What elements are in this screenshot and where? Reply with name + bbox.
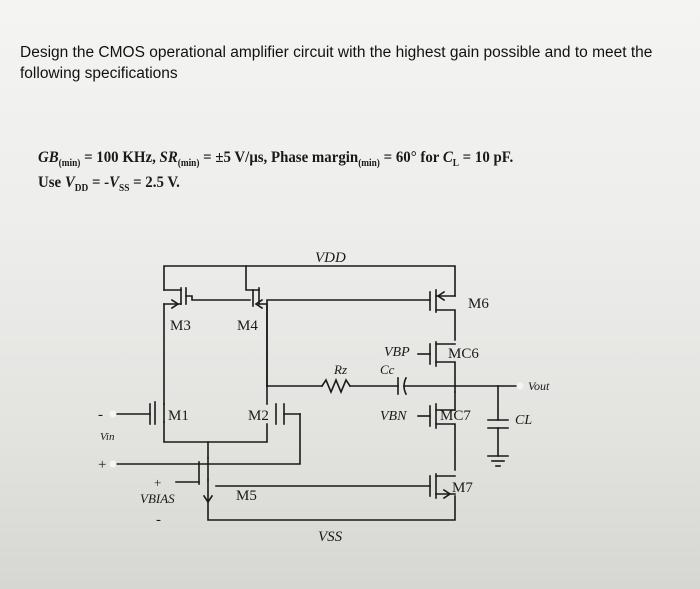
gb-value: = 100 KHz, [80, 149, 160, 166]
problem-heading: Design the CMOS operational amplifier ci… [20, 44, 653, 82]
gb-symbol: GB [38, 149, 59, 166]
vin-plus-sign: + [98, 457, 106, 473]
use-prefix: Use [38, 174, 65, 192]
vbp-label: VBP [384, 345, 410, 360]
m6-arrow-icon [436, 290, 446, 302]
vss-label: VSS [318, 529, 343, 545]
supply-suffix: = 2.5 V. [129, 174, 180, 192]
mc7-bottom-lead [435, 423, 456, 471]
sr-subscript: (min) [177, 158, 200, 170]
mc6-label: MC6 [448, 346, 479, 362]
m4-drain-lead [258, 303, 268, 387]
mc6-bottom-lead [435, 361, 456, 393]
vout-label: Vout [528, 379, 550, 393]
cl-label: CL [515, 413, 532, 428]
sr-symbol: SR [159, 149, 178, 166]
vin-minus-terminal [109, 410, 117, 418]
vin-plus-terminal [109, 460, 117, 468]
m6-label: M6 [468, 296, 489, 312]
vss-rail [207, 495, 456, 521]
vbias-label: VBIAS [140, 491, 175, 506]
vss-symbol: V [109, 174, 120, 192]
pm-subscript: (min) [358, 158, 380, 170]
m5-arrow-icon [202, 494, 214, 504]
m1-label: M1 [168, 408, 189, 424]
vbias-plus-sign: + [154, 475, 161, 490]
vss-subscript: SS [119, 183, 130, 195]
spec-block: GB(min) = 100 KHz, SR(min) = ±5 V/μs, Ph… [38, 148, 633, 198]
vdd-symbol: V [64, 174, 75, 192]
m2-label: M2 [248, 408, 269, 424]
m4-source-lead [245, 265, 260, 291]
vin-label: Vin [100, 431, 115, 443]
m6-gate-wire [266, 299, 431, 387]
vin-plus-wire [116, 413, 301, 465]
rz-label: Rz [333, 362, 347, 377]
rz-resistor [320, 377, 352, 395]
vin-minus-sign: - [98, 407, 103, 423]
supply-middle: = - [88, 174, 110, 192]
m5-label: M5 [236, 488, 257, 504]
cl-symbol: C [442, 149, 453, 166]
vout-terminal [516, 382, 524, 390]
vdd-subscript: DD [74, 183, 89, 195]
sr-value: = ±5 V/μs, Phase margin [199, 149, 359, 166]
m7-label: M7 [452, 480, 473, 496]
m4-label: M4 [237, 318, 258, 334]
vdd-rail [163, 265, 456, 297]
m2-source-wire [207, 423, 268, 443]
cl-value: = 10 pF. [458, 149, 514, 166]
m3-arrow-icon [170, 298, 180, 310]
vbn-label: VBN [380, 409, 407, 424]
m3-label: M3 [170, 318, 191, 334]
spec-line-1: GB(min) = 100 KHz, SR(min) = ±5 V/μs, Ph… [38, 148, 633, 173]
mc7-label: MC7 [440, 408, 471, 424]
vdd-label: VDD [315, 250, 346, 266]
m7-arrow-icon [442, 488, 452, 500]
m6-drain-lead [435, 309, 456, 341]
gb-subscript: (min) [58, 158, 81, 170]
vbias-minus-sign: - [156, 512, 161, 528]
pm-value: = 60° for [379, 149, 443, 166]
m3-gate-wire [185, 295, 251, 301]
m4-arrow-icon [254, 298, 264, 310]
spec-line-2: Use VDD = -VSS = 2.5 V. [38, 173, 633, 198]
m1-tail-wire [163, 421, 209, 459]
cl-subscript: L [452, 158, 459, 170]
cc-label: Cc [380, 362, 395, 377]
